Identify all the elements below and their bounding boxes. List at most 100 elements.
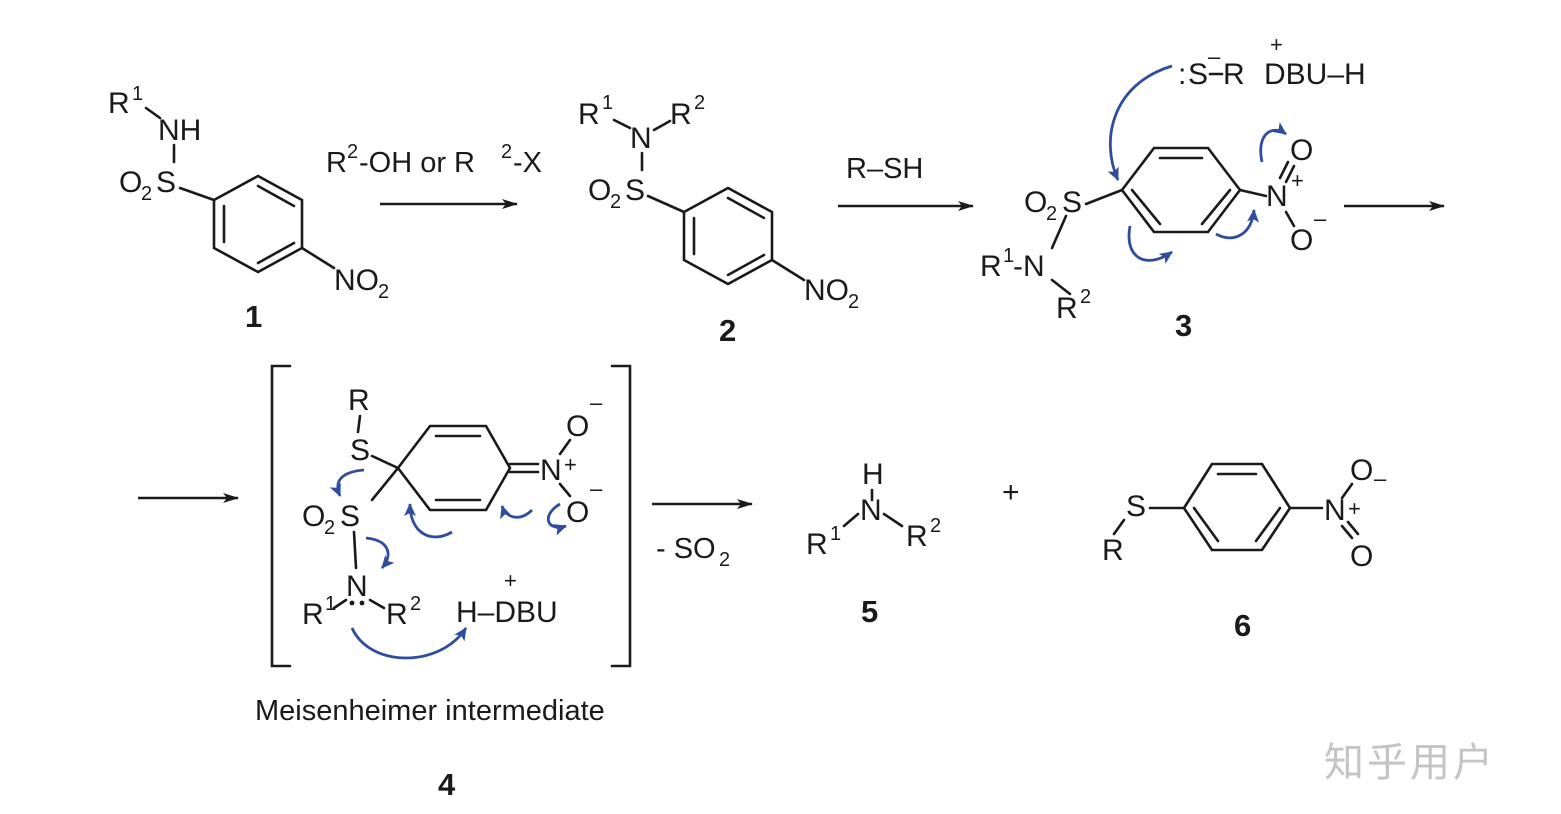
step1-sup-a: 2	[347, 141, 358, 163]
c1-no: NO	[334, 264, 379, 297]
c2-ring-double-c	[726, 253, 766, 277]
c2-no-sub: 2	[848, 291, 859, 313]
step1-cond-c: -X	[513, 147, 542, 179]
c4-nitro-o-bottom: O	[566, 496, 589, 529]
c1-nh: NH	[158, 114, 201, 147]
step-2: R–SH	[838, 153, 974, 211]
c3-thiolate-minus: –	[1208, 44, 1221, 69]
c4-lone-pair-dot-b	[359, 600, 365, 606]
c6-nitro-plus: +	[1348, 496, 1361, 521]
c6-nitro-o-bottom: O	[1350, 540, 1373, 573]
c3-thiolate-s: S	[1188, 58, 1208, 91]
watermark: 知乎用户	[1324, 741, 1496, 785]
c3-nitro-minus: –	[1314, 206, 1327, 231]
step1-cond-a: R	[326, 147, 347, 179]
c3-thiolate-r: R	[1223, 58, 1245, 91]
compound-5: H N R 1 R 2 5	[806, 458, 941, 629]
c3-r1-sup: 1	[1003, 245, 1014, 267]
c1-o-sub: 2	[141, 183, 152, 205]
c4-nitro-plus: +	[564, 452, 577, 477]
c3-benzene-ring	[1120, 146, 1242, 234]
c6-nitro-minus: –	[1374, 466, 1387, 491]
c3-dbuh: DBU–H	[1264, 58, 1366, 91]
c4-bond-n-r1	[332, 598, 348, 610]
c1-no-sub: 2	[378, 281, 389, 303]
plus-sign: +	[1002, 476, 1020, 509]
c2-s: S	[625, 174, 645, 207]
c1-bond-ring-no2	[300, 246, 336, 270]
c4-nitro-o-bottom-minus: –	[590, 476, 603, 501]
c3-nitro-o-bottom: O	[1290, 224, 1313, 257]
c4-arrow-sn-cleave	[365, 536, 395, 569]
c6-ring-double-b	[1254, 506, 1282, 543]
c4-hdbu-plus: +	[504, 568, 517, 593]
c4-o-sub: 2	[324, 517, 335, 539]
c6-s: S	[1126, 490, 1146, 523]
c1-s: S	[156, 166, 176, 199]
c3-arrow-n-to-o	[1259, 122, 1287, 163]
c1-ring-double-b	[256, 184, 296, 208]
c3-thiolate-dots: :	[1178, 58, 1186, 91]
c2-ring-double-b	[726, 196, 766, 220]
c4-lone-pair-dot-a	[349, 600, 355, 606]
compound-2-number: 2	[719, 313, 736, 348]
c3-nitro-n: N	[1266, 180, 1288, 213]
c3-arrow-ring-to-n	[1215, 209, 1259, 240]
compound-4: R S N + O – O – O 2 S N R 1 R 2 + H–DBU	[255, 364, 632, 802]
c5-r2: R	[906, 520, 928, 553]
compound-1: R 1 NH O 2 S NO 2 1	[108, 83, 389, 334]
compound-5-number: 5	[861, 594, 878, 629]
c1-r-sup: 1	[132, 83, 143, 105]
c2-n: N	[630, 122, 652, 155]
c4-arrow-n-to-ring	[500, 505, 533, 520]
c3-r1-n: -N	[1013, 250, 1045, 283]
c3-r2-sup: 2	[1080, 286, 1091, 308]
c3-nitro-o-top: O	[1290, 134, 1313, 167]
step1-cond-b: -OH or R	[359, 147, 475, 179]
c6-bond-n-o-top	[1340, 482, 1354, 500]
c5-h: H	[862, 458, 884, 491]
c2-benzene-ring	[682, 186, 774, 286]
c3-s: S	[1062, 186, 1082, 219]
c6-bond-n-o-bottom-double	[1346, 520, 1360, 536]
c2-o-sub: 2	[610, 191, 621, 213]
c6-nitro-n: N	[1324, 494, 1346, 527]
compound-6-number: 6	[1234, 608, 1251, 643]
c6-bond-r-s	[1112, 518, 1126, 536]
c2-o: O	[588, 174, 611, 207]
c3-o-sub: 2	[1046, 203, 1057, 225]
c4-thio-s: S	[350, 434, 370, 467]
step1-sup-b: 2	[501, 141, 512, 163]
c4-bond-n-o-top	[558, 438, 572, 456]
c4-r2-sup: 2	[410, 593, 421, 615]
c5-bond-n-r2	[882, 512, 904, 528]
c2-r2-sup: 2	[694, 92, 705, 114]
step2-cond: R–SH	[846, 153, 923, 185]
c6-nitro-o-top: O	[1350, 454, 1373, 487]
c4-bracket-right	[610, 364, 632, 668]
c6-r: R	[1102, 534, 1124, 567]
compound-3: : S – R + DBU–H O 2 S R 1 -N R 2 N + O O…	[980, 32, 1366, 343]
c4-sulfonyl-s: S	[340, 500, 360, 533]
c4-nitro-o-top: O	[566, 410, 589, 443]
c4-bond-s-c	[370, 454, 400, 470]
c5-r1-sup: 1	[830, 523, 841, 545]
step-4: - SO 2	[652, 499, 753, 571]
c3-ring-double-b	[1200, 188, 1232, 226]
c4-hdbu: H–DBU	[456, 596, 558, 629]
c6-ring-double-c	[1192, 506, 1220, 543]
c4-amide-n: N	[346, 570, 368, 603]
c1-o: O	[119, 166, 142, 199]
c3-arrow-thiolate-attack	[1107, 64, 1173, 181]
c4-arrow-o-to-n	[546, 502, 567, 536]
step4-cond: - SO	[656, 533, 716, 565]
c4-bond-n-r2	[368, 598, 386, 610]
compound-4-caption: Meisenheimer intermediate	[255, 695, 605, 727]
c1-ring-double-c	[256, 241, 296, 265]
compound-2: R 1 N R 2 O 2 S NO 2 2	[578, 92, 859, 348]
c3-arrow-ring-push	[1127, 225, 1173, 264]
c1-bond-r-n	[144, 106, 162, 120]
c4-cyclohexadienyl-ring	[396, 424, 512, 512]
